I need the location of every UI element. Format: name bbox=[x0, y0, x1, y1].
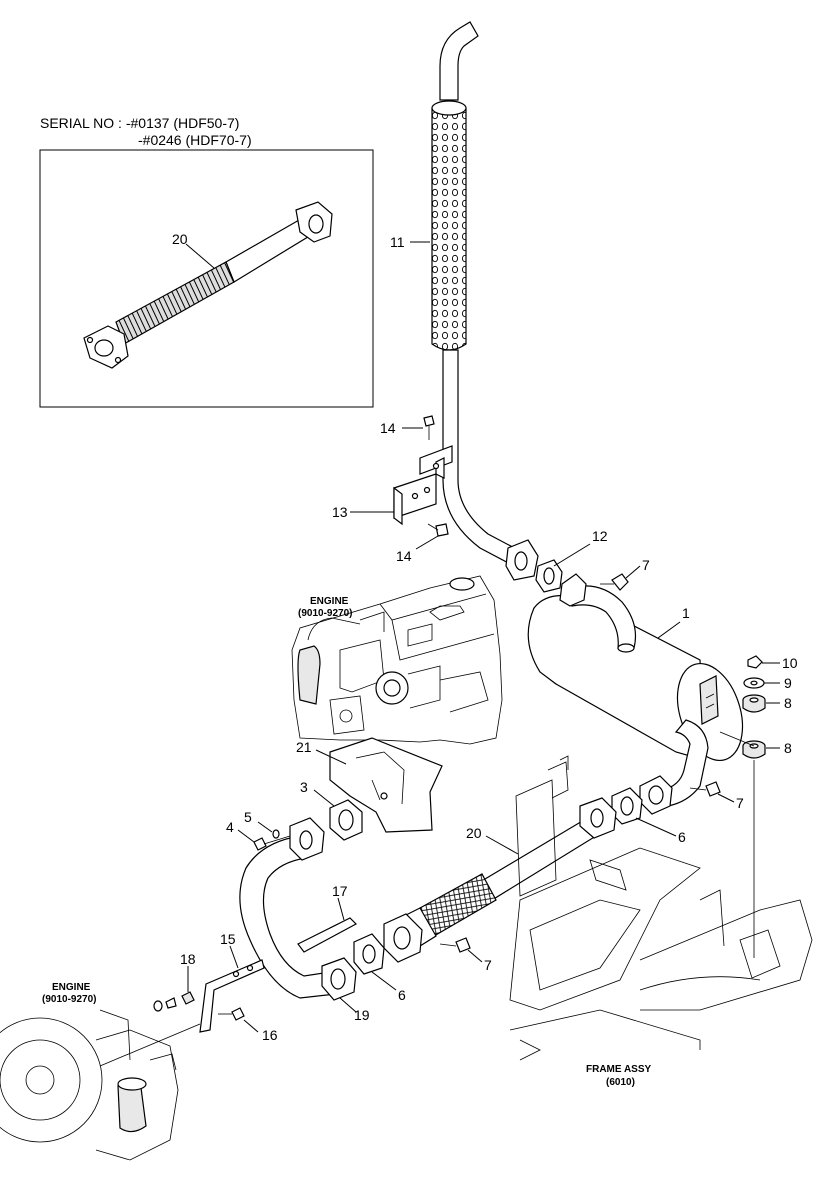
intermediate-pipe-20 bbox=[383, 797, 617, 963]
bolt-14-upper bbox=[423, 415, 435, 440]
frame-assy-title: FRAME ASSY bbox=[586, 1064, 652, 1075]
rubber-mount-8-lower bbox=[742, 740, 766, 759]
engine-top-reference-drawing bbox=[291, 575, 503, 745]
nut-10 bbox=[747, 655, 763, 669]
bolt-7-muffler-outlet bbox=[689, 781, 721, 797]
callout-17: 17 bbox=[332, 883, 348, 899]
engine-left-code: (9010-9270) bbox=[42, 994, 96, 1005]
gasket-6-upper bbox=[611, 787, 643, 825]
bracket-15 bbox=[199, 959, 265, 1033]
callout-4: 4 bbox=[226, 819, 234, 835]
washer-9 bbox=[743, 677, 765, 689]
callout-15: 15 bbox=[220, 931, 236, 947]
frame-assy-reference-drawing bbox=[509, 755, 813, 1061]
bolt-7-muffler-inlet bbox=[600, 573, 629, 591]
callout-16: 16 bbox=[262, 1027, 278, 1043]
callout-14-lower: 14 bbox=[396, 548, 412, 564]
muffler-1 bbox=[527, 573, 744, 815]
nut-18 bbox=[153, 991, 195, 1012]
bolt-7-intermediate bbox=[439, 937, 471, 953]
callout-19: 19 bbox=[354, 1007, 370, 1023]
callout-9: 9 bbox=[784, 675, 792, 691]
callout-8-lower: 8 bbox=[784, 740, 792, 756]
callout-20-inset: 20 bbox=[172, 231, 188, 247]
engine-top-title: ENGINE bbox=[310, 596, 349, 607]
callout-7-middle: 7 bbox=[736, 795, 744, 811]
callout-10: 10 bbox=[782, 655, 798, 671]
heat-shield-21 bbox=[329, 737, 443, 833]
callout-20-main: 20 bbox=[466, 825, 482, 841]
callout-3: 3 bbox=[300, 779, 308, 795]
engine-top-code: (9010-9270) bbox=[298, 608, 352, 619]
engine-left-center-line bbox=[99, 1023, 201, 1067]
gasket-12 bbox=[535, 559, 563, 593]
callout-6-lower: 6 bbox=[398, 987, 406, 1003]
engine-left-reference-drawing bbox=[0, 1009, 179, 1161]
inset-flex-pipe-20 bbox=[83, 201, 333, 369]
bracket-13 bbox=[393, 445, 453, 526]
callout-6-upper: 6 bbox=[678, 829, 686, 845]
callout-7-upper: 7 bbox=[642, 557, 650, 573]
callout-1: 1 bbox=[682, 605, 690, 621]
callout-8-upper: 8 bbox=[784, 695, 792, 711]
serial-inset-frame bbox=[39, 149, 374, 408]
frame-assy-code: (6010) bbox=[606, 1077, 635, 1088]
callout-14-upper: 14 bbox=[380, 420, 396, 436]
tail-pipe-with-perforated-guard bbox=[431, 21, 539, 581]
callout-5: 5 bbox=[244, 809, 252, 825]
bolt-14-lower bbox=[427, 523, 449, 537]
callout-7-lower: 7 bbox=[484, 957, 492, 973]
gasket-6-lower bbox=[353, 933, 385, 975]
callout-21: 21 bbox=[296, 739, 312, 755]
callout-11: 11 bbox=[390, 234, 405, 250]
washer-5 bbox=[272, 829, 280, 839]
engine-left-title: ENGINE bbox=[52, 982, 91, 993]
gasket-3 bbox=[329, 799, 363, 841]
serial-number-line-2: -#0246 (HDF70-7) bbox=[138, 132, 252, 148]
serial-number-line-1: SERIAL NO : -#0137 (HDF50-7) bbox=[40, 115, 239, 131]
callout-18: 18 bbox=[180, 951, 196, 967]
bolt-4 bbox=[253, 835, 291, 851]
callout-12: 12 bbox=[592, 528, 608, 544]
bolt-16 bbox=[218, 1007, 245, 1021]
front-pipe-19 bbox=[239, 817, 357, 1001]
callout-13: 13 bbox=[332, 504, 348, 520]
rubber-mount-8-upper bbox=[742, 694, 766, 713]
clamp-17 bbox=[297, 917, 357, 953]
